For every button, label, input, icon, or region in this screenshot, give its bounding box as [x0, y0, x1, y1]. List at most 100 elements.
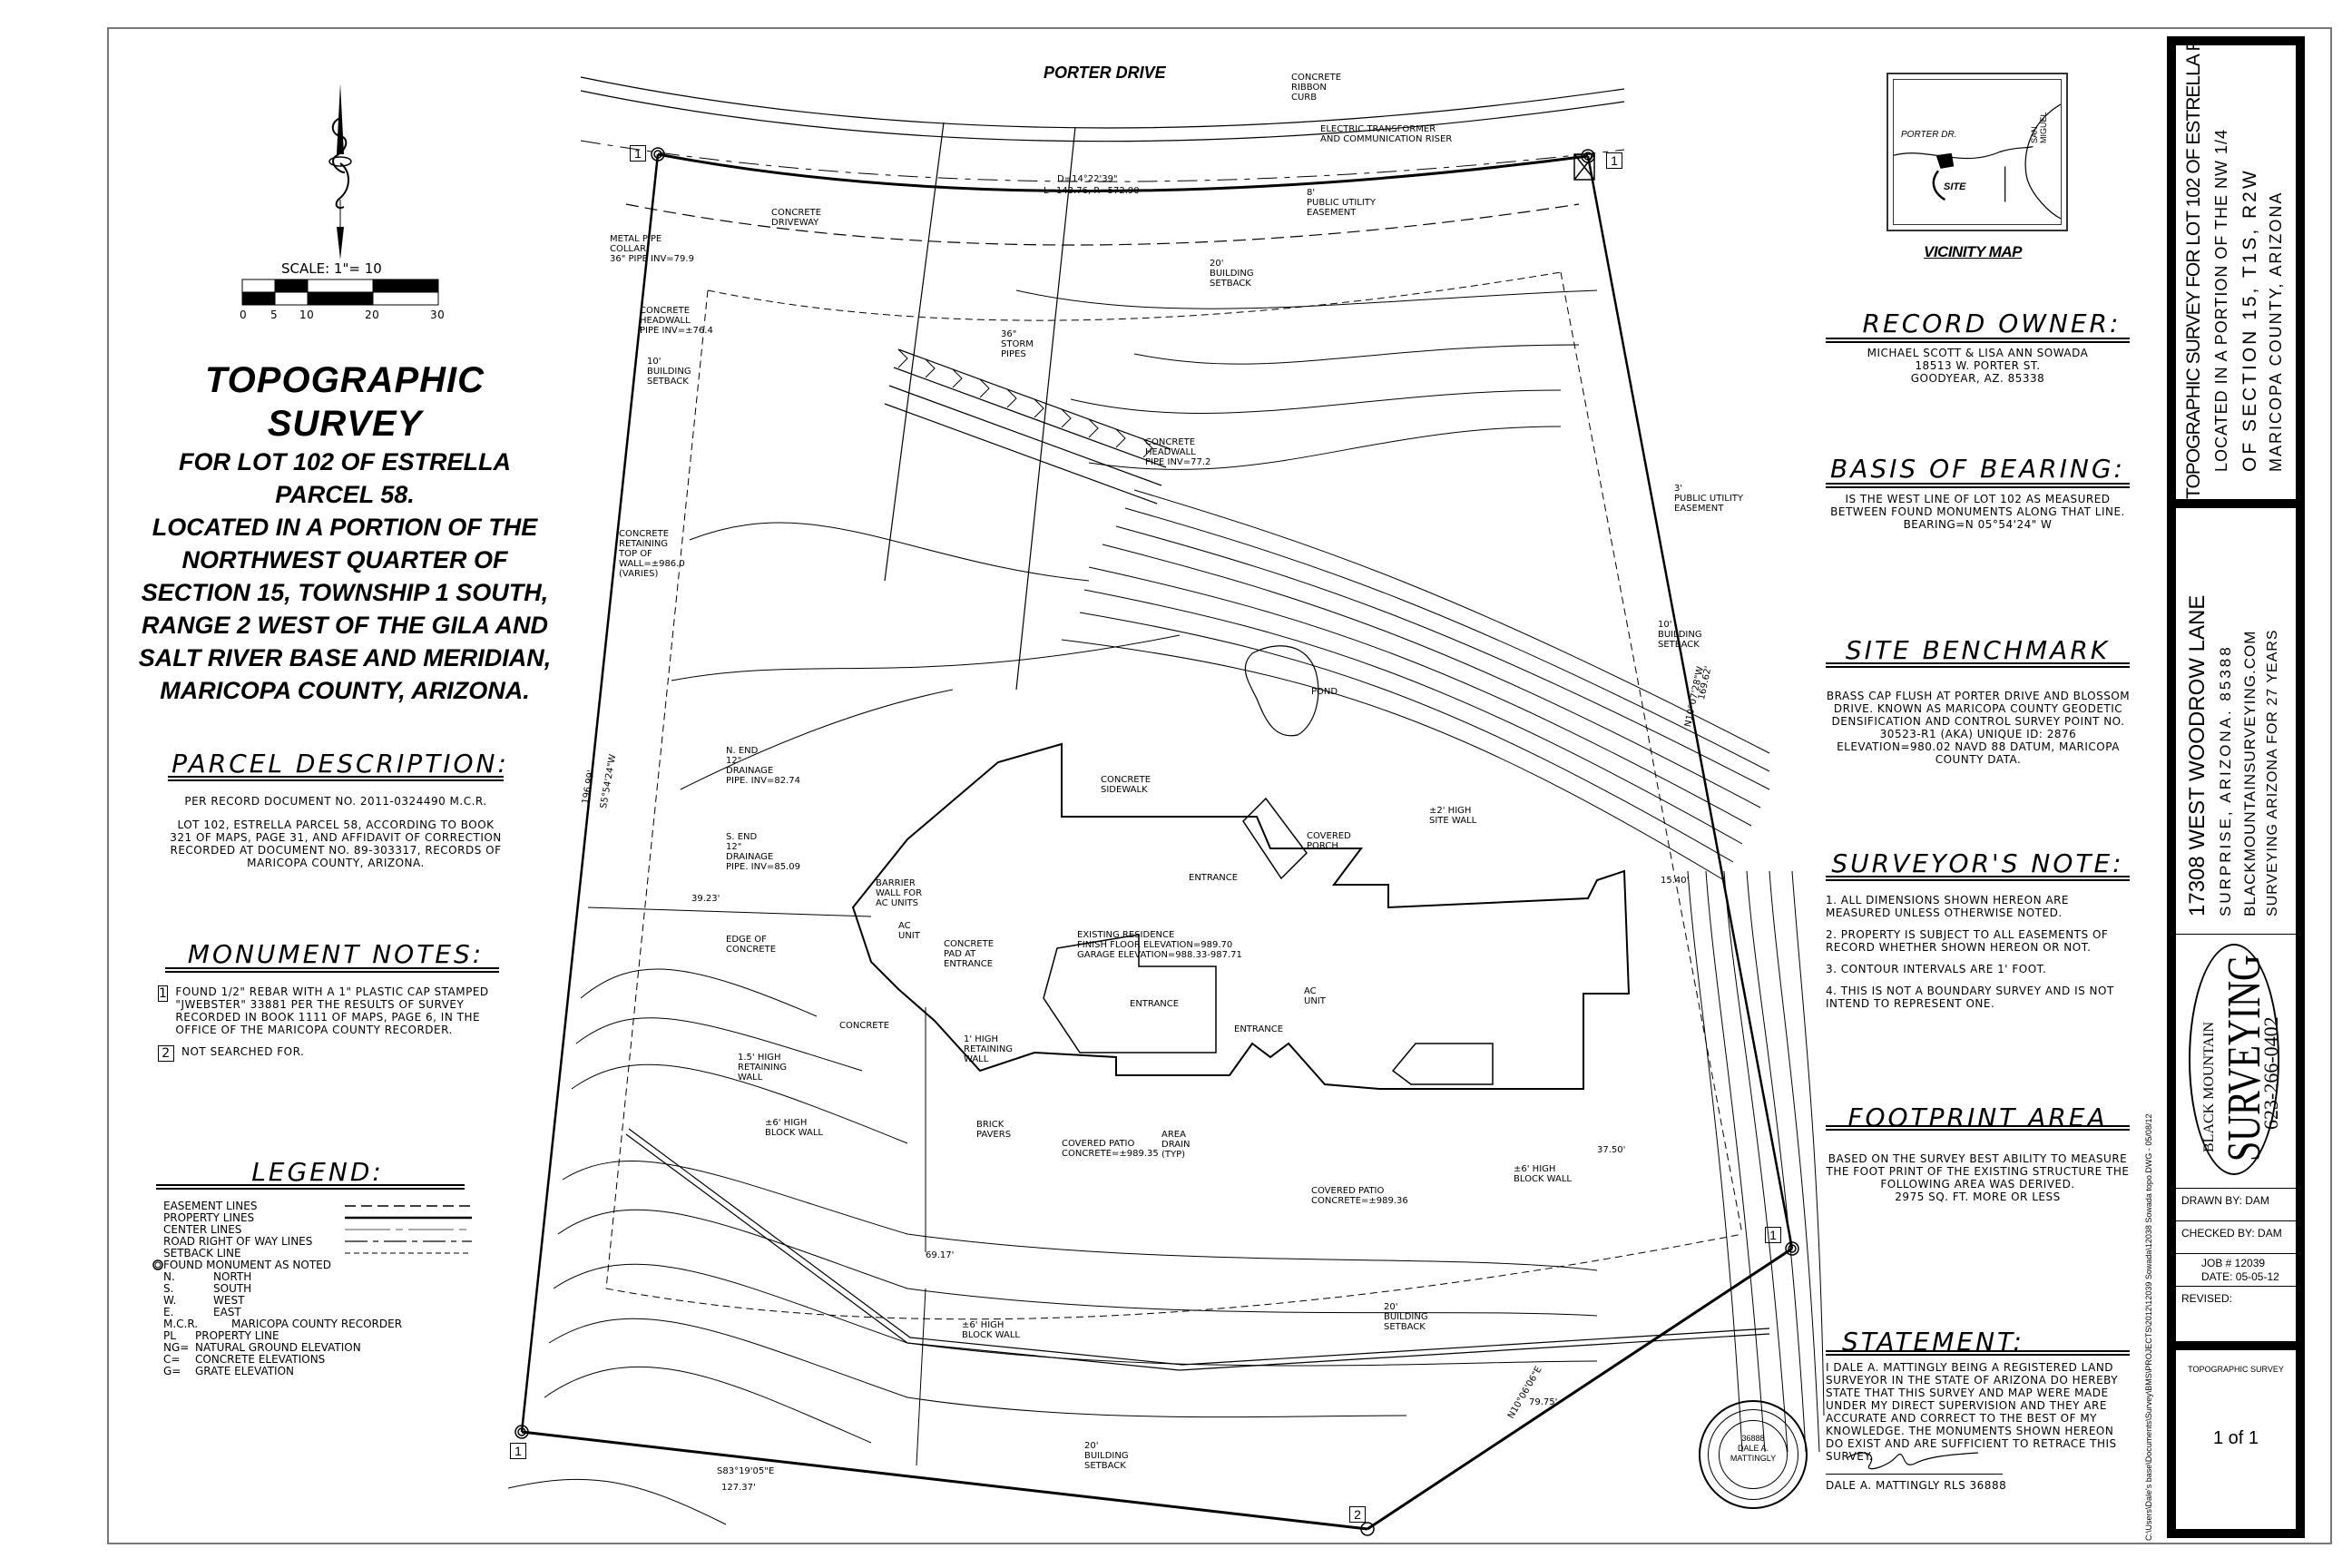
dimension-label: 79.75' [1529, 1397, 1558, 1407]
setback-line-sample [345, 1252, 472, 1253]
dimension-label: 15.40' [1661, 876, 1690, 886]
legend-abbr-row: M.C.R.MARICOPA COUNTY RECORDER [163, 1317, 403, 1330]
divider [168, 776, 504, 781]
map-annotation: ±6' HIGH BLOCK WALL [962, 1320, 1020, 1340]
divider [165, 967, 499, 973]
map-annotation: 20' BUILDING SETBACK [1084, 1441, 1129, 1471]
curve-delta: D=14°22'39" [1057, 174, 1118, 184]
dimension-label: S83°19'05"E [717, 1466, 775, 1476]
legend-abbr-row: N.NORTH [163, 1269, 252, 1283]
title-heading: TOPOGRAPHIC SURVEY [204, 360, 485, 444]
project-title-line1: TOPOGRAPHIC SURVEY FOR LOT 102 OF ESTREL… [2183, 45, 2204, 499]
sheet-number: 1 of 1 [2212, 1428, 2259, 1448]
map-annotation: CONCRETE HEADWALL PIPE INV=±76.4 [640, 306, 713, 336]
map-annotation: S. END 12" DRAINAGE PIPE. INV=85.09 [726, 832, 800, 872]
bearing-value: BEARING=N 05°54'24" W [1903, 518, 2053, 531]
company-website: BLACKMOUNTAINSURVEYING.COM [2241, 630, 2259, 916]
job-info: JOB # 12039 DATE: 05-05-12 [2176, 1254, 2296, 1287]
map-annotation: 1' HIGH RETAINING WALL [964, 1034, 1014, 1064]
street-label-porter-drive: PORTER DRIVE [1044, 64, 1166, 82]
map-annotation: AC UNIT [898, 921, 920, 941]
signature-icon [1846, 1452, 1979, 1470]
dimension-label: 39.23' [691, 894, 720, 904]
easement-line-sample [345, 1204, 472, 1207]
vicinity-map-graphic [1893, 103, 2062, 220]
sheet-title: TOPOGRAPHIC SURVEY [2188, 1365, 2284, 1374]
company-info-panel: 17308 WEST WOODROW LANE SURPRISE, ARIZON… [2176, 508, 2296, 935]
parcel-record-doc: PER RECORD DOCUMENT NO. 2011-0324490 M.C… [184, 795, 487, 808]
surveyors-note-list: 1. ALL DIMENSIONS SHOWN HEREON ARE MEASU… [1826, 894, 2114, 1010]
revised: REVISED: [2176, 1287, 2296, 1350]
map-annotation: ENTRANCE [1189, 873, 1239, 883]
divider [156, 1184, 465, 1190]
legend-item-row: ROAD RIGHT OF WAY LINES [163, 1235, 472, 1248]
job-date: DATE: 05-05-12 [2201, 1270, 2279, 1283]
map-annotation: AC UNIT [1304, 986, 1326, 1006]
map-annotation: METAL PIPE COLLAR 36" PIPE INV=79.9 [610, 234, 694, 264]
signature-line [1826, 1474, 2003, 1475]
legend-abbr-row: E.EAST [163, 1305, 241, 1318]
drawn-by: DRAWN BY: DAM [2176, 1189, 2296, 1221]
monument-notes-list: 1 FOUND 1/2" REBAR WITH A 1" PLASTIC CAP… [158, 985, 503, 1071]
map-annotation: CONCRETE RIBBON CURB [1291, 73, 1342, 103]
map-annotation: 10' BUILDING SETBACK [1658, 620, 1702, 650]
map-annotation: 20' BUILDING SETBACK [1384, 1302, 1428, 1332]
site-benchmark-text: BRASS CAP FLUSH AT PORTER DRIVE AND BLOS… [1826, 690, 2131, 766]
signer-name: DALE A. MATTINGLY RLS 36888 [1826, 1479, 2007, 1492]
monument-tag: 1 [630, 145, 646, 162]
monument-tag: 1 [510, 1443, 526, 1459]
monument-note: 2 NOT SEARCHED FOR. [158, 1045, 503, 1062]
vicinity-map-label: VICINITY MAP [1924, 243, 2022, 260]
vicinity-map: PORTER DR. SAN MIGUEL SITE [1886, 73, 2068, 231]
site-benchmark-heading: SITE BENCHMARK [1845, 635, 2111, 665]
scale-ticks: 0 5 10 20 30 [240, 309, 446, 321]
footprint-area-heading: FOOTPRINT AREA [1847, 1102, 2108, 1132]
divider [1826, 1350, 2130, 1356]
divider [1826, 1125, 2130, 1131]
vicinity-site-label: SITE [1944, 181, 1966, 192]
basis-of-bearing-text: IS THE WEST LINE OF LOT 102 AS MEASURED … [1826, 493, 2130, 531]
map-annotation: EXISTING RESIDENCE FINISH FLOOR ELEVATIO… [1077, 930, 1242, 960]
footprint-area-value: 2975 SQ. FT. MORE OR LESS [1895, 1191, 2061, 1203]
legend-item-setback: SETBACK LINE [163, 1247, 472, 1259]
vicinity-street-san-miguel: SAN MIGUEL [2030, 112, 2048, 143]
monument-number-tag: 1 [158, 985, 169, 1002]
legend-abbr-row: G=GRATE ELEVATION [163, 1364, 295, 1377]
title-block: TOPOGRAPHIC SURVEY FOR LOT 102 OF ESTREL… [2167, 36, 2305, 1538]
property-line-sample [345, 1216, 472, 1219]
map-annotation: ±6' HIGH BLOCK WALL [765, 1118, 823, 1138]
row-line-sample [345, 1240, 472, 1242]
job-number: JOB # 12039 [2201, 1257, 2266, 1269]
map-annotation: CONCRETE [839, 1021, 890, 1031]
north-arrow-icon [328, 83, 352, 260]
map-annotation: 20' BUILDING SETBACK [1210, 259, 1254, 289]
divider [1826, 338, 2130, 343]
map-annotation: N. END 12" DRAINAGE PIPE. INV=82.74 [726, 746, 800, 786]
divider [1826, 483, 2130, 488]
map-annotation: BARRIER WALL FOR AC UNITS [876, 878, 923, 908]
map-annotation: CONCRETE SIDEWALK [1101, 775, 1152, 795]
legend-abbr-row: NG=NATURAL GROUND ELEVATION [163, 1340, 361, 1354]
legend-list: EASEMENT LINES PROPERTY LINES CENTER LIN… [152, 1200, 472, 1377]
scale-bar [241, 279, 439, 306]
main-title: TOPOGRAPHIC SURVEY FOR LOT 102 OF ESTREL… [127, 358, 563, 707]
dimension-label: 37.50' [1597, 1145, 1626, 1155]
map-annotation: BRICK PAVERS [976, 1120, 1012, 1140]
monument-note: 1 FOUND 1/2" REBAR WITH A 1" PLASTIC CAP… [158, 985, 489, 1036]
parcel-description-heading: PARCEL DESCRIPTION: [172, 749, 509, 779]
map-annotation: POND [1311, 687, 1338, 697]
map-annotation: CONCRETE RETAINING TOP OF WALL=±986.0 (V… [619, 529, 685, 579]
monument-notes-heading: MONUMENT NOTES: [187, 939, 485, 969]
divider [1826, 876, 2130, 881]
map-annotation: 3' PUBLIC UTILITY EASEMENT [1674, 484, 1744, 514]
dimension-label: 127.37' [721, 1483, 756, 1493]
monument-tag: 1 [1606, 152, 1622, 169]
map-annotation: 1.5' HIGH RETAINING WALL [738, 1053, 788, 1083]
statement-body: I DALE A. MATTINGLY BEING A REGISTERED L… [1826, 1361, 2119, 1463]
surveyor-seal: 36888 DALE A. MATTINGLY [1699, 1400, 1808, 1509]
dimension-label: 69.17' [926, 1250, 955, 1260]
legend-item-center: CENTER LINES [163, 1223, 472, 1236]
vicinity-street-porter: PORTER DR. [1901, 130, 1957, 140]
map-annotation: 10' BUILDING SETBACK [647, 357, 691, 387]
